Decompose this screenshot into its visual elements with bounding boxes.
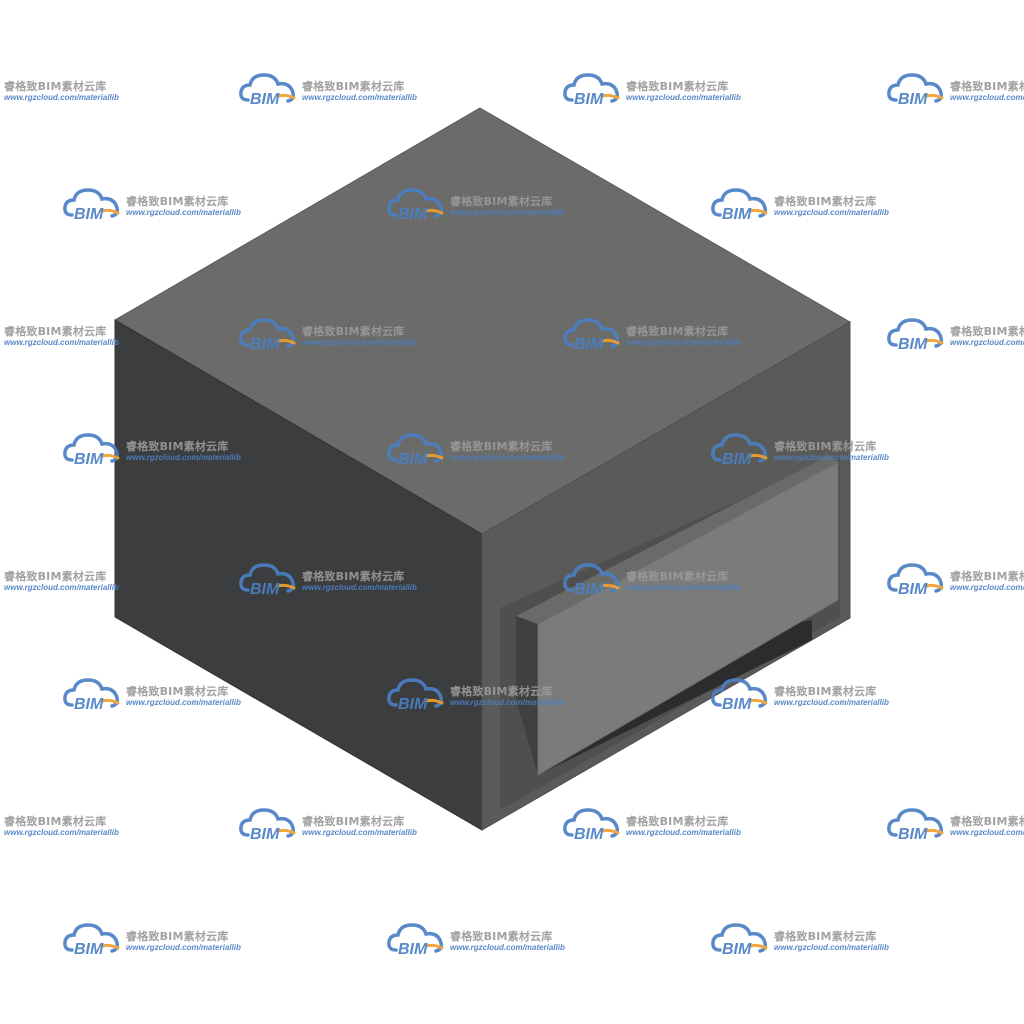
terminal-bevel: [516, 616, 538, 775]
